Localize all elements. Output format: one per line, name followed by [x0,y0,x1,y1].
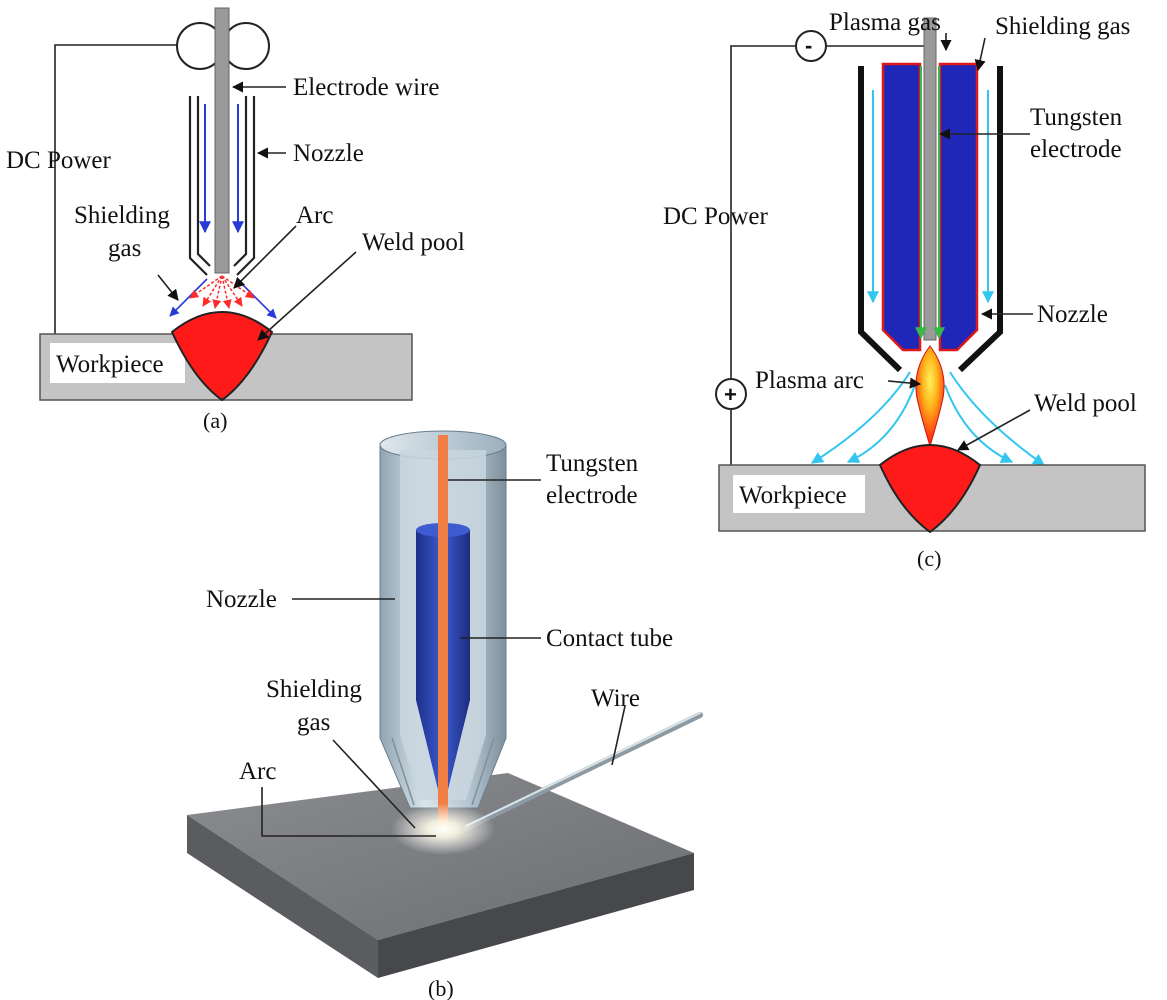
panel-c-weld-pool [878,444,982,534]
panel-a-gas-flow-arrow [236,278,277,319]
panel-a-caption: (a) [203,408,227,433]
panel-b-label-contact-tube: Contact tube [546,625,673,652]
panel-c-power-circuit-top [730,45,796,378]
panel-b-label-nozzle: Nozzle [206,586,277,613]
panel-c-plasma-arc [915,345,945,448]
panel-b-gtaw-torch-3d: Tungsten electrode Nozzle Contact tube S… [187,430,703,1000]
panel-b-label-wire: Wire [591,685,640,712]
panel-a-weld-pool [170,311,274,402]
panel-a-feed-roller-right [222,22,270,70]
panel-a-leader-shielding-gas [157,274,179,301]
panel-b-label-shielding-gas-1: Shielding [266,676,362,703]
panel-c-paw-schematic: - + [663,9,1146,571]
panel-c-negative-sign: - [805,33,812,58]
panel-c-inner-nozzle [881,62,922,352]
panel-a-label-arc: Arc [296,202,333,229]
panel-c-label-nozzle: Nozzle [1037,301,1108,328]
panel-a-gas-flow-arrow [169,278,208,317]
panel-b-leader-wire [611,705,626,766]
panel-b-leader-shielding-gas [332,739,416,829]
panel-b-label-arc: Arc [239,758,276,785]
panel-c-label-dc-power: DC Power [663,203,769,230]
panel-c-workpiece-label-box [733,475,865,513]
panel-c-caption: (c) [917,546,941,571]
panel-a-power-circuit [54,44,176,335]
panel-a-workpiece-label-box [50,343,185,383]
panel-a-label-nozzle: Nozzle [293,140,364,167]
panel-b-tungsten-rod [438,435,448,827]
panel-c-leader-shielding-gas [974,37,986,72]
panel-a-label-shielding-gas-1: Shielding [74,202,170,229]
panel-b-label-shielding-gas-2: gas [297,709,330,736]
panel-c-label-plasma-arc: Plasma arc [755,367,864,394]
panel-b-arc-glow [391,803,495,855]
panel-a-electrode-wire [214,7,230,274]
panel-a-leader-weld-pool [257,251,357,341]
panel-b-label-tungsten-2: electrode [546,482,638,509]
panel-a-arc [189,275,255,309]
panel-c-inner-nozzle [938,62,979,352]
panel-b-plate-top [187,773,694,940]
panel-c-leader-plasma-arc [887,377,922,389]
panel-a-label-workpiece: Workpiece [56,351,164,378]
panel-c-label-plasma-gas: Plasma gas [829,9,941,36]
panel-b-wire-highlight [465,712,701,827]
panel-c-positive-terminal [715,378,747,410]
panel-b-leader-arc [261,787,436,837]
panel-c-label-workpiece: Workpiece [739,482,847,509]
panel-b-label-tungsten-1: Tungsten [546,450,639,477]
panel-a-gmaw-schematic: Electrode wire Nozzle DC Power Shielding… [6,7,465,433]
panel-c-positive-sign: + [724,382,737,407]
panel-b-plate-side-left [187,815,378,978]
panel-c-label-tungsten-2: electrode [1030,136,1122,163]
panel-b-caption: (b) [428,976,454,1000]
panel-c-outer-nozzle [858,66,1003,373]
panel-c-label-weld-pool: Weld pool [1034,390,1137,417]
panel-a-label-dc-power: DC Power [6,147,112,174]
panel-b-wire [463,712,703,831]
panel-a-leader-arc [233,225,297,289]
panel-a-label-weld-pool: Weld pool [362,229,465,256]
panel-a-label-electrode-wire: Electrode wire [293,74,439,101]
panel-b-nozzle-facets [391,737,495,806]
panel-b-plate-side-right [378,853,694,978]
panel-c-tungsten-electrode [923,17,937,341]
panel-c-label-tungsten-1: Tungsten [1030,104,1123,131]
panel-a-nozzle [188,96,256,276]
panel-c-negative-terminal [795,30,827,62]
panel-c-leader-weld-pool [957,409,1031,451]
panel-a-label-shielding-gas-2: gas [108,235,141,262]
panel-c-label-shielding-gas: Shielding gas [995,13,1130,40]
